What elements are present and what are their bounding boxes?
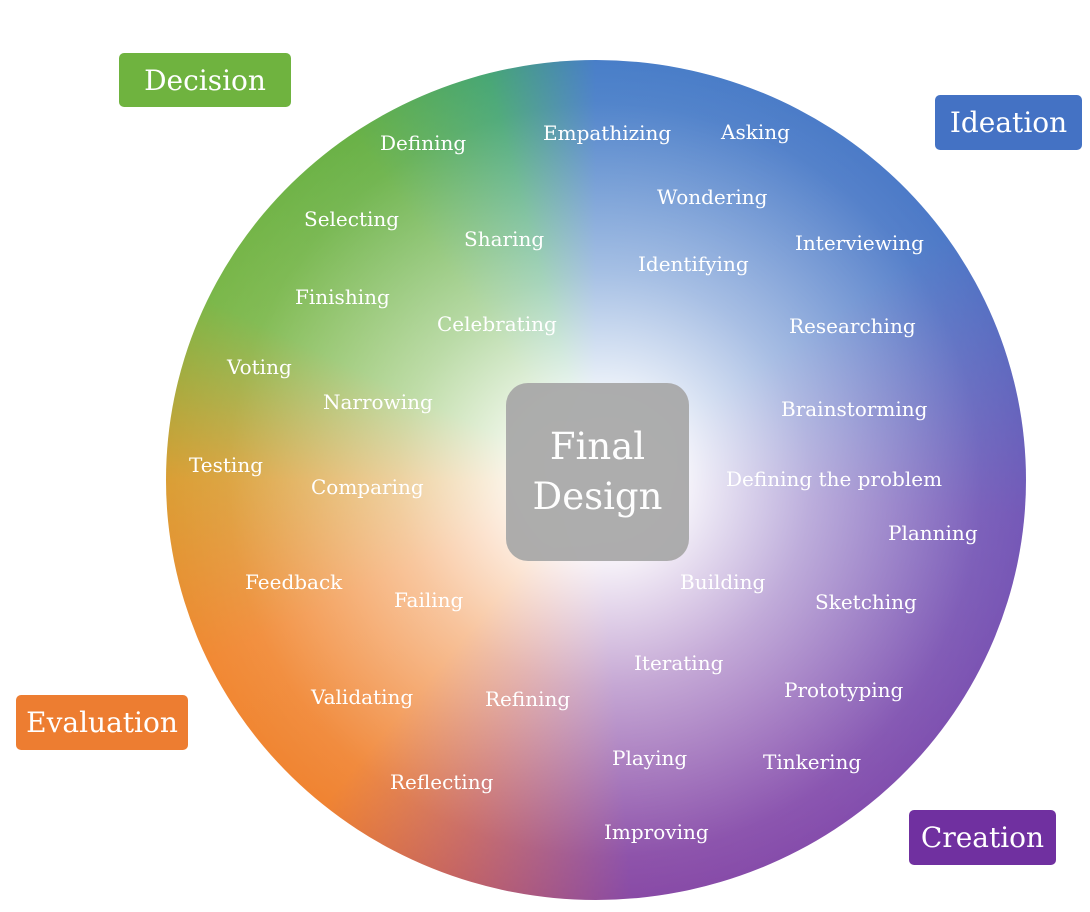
activity-word: Defining bbox=[380, 131, 467, 155]
activity-word: Researching bbox=[789, 314, 916, 338]
activity-word: Building bbox=[680, 570, 766, 594]
activity-word: Sharing bbox=[464, 227, 545, 251]
activity-word: Selecting bbox=[304, 207, 400, 231]
activity-word: Empathizing bbox=[543, 121, 672, 145]
activity-word: Testing bbox=[189, 453, 264, 477]
activity-word: Tinkering bbox=[763, 750, 862, 774]
activity-word: Validating bbox=[311, 685, 414, 709]
activity-word: Prototyping bbox=[784, 678, 904, 702]
activity-word: Planning bbox=[888, 521, 978, 545]
final-design-box: Final Design bbox=[506, 383, 689, 561]
activity-word: Comparing bbox=[311, 475, 424, 499]
activity-word: Brainstorming bbox=[781, 397, 928, 421]
center-line-1: Final bbox=[549, 425, 646, 468]
activity-word: Improving bbox=[604, 820, 709, 844]
center-line-2: Design bbox=[532, 475, 663, 518]
activity-word: Iterating bbox=[634, 651, 724, 675]
activity-word: Sketching bbox=[815, 590, 917, 614]
activity-word: Narrowing bbox=[323, 390, 433, 414]
phase-decision-label: Decision bbox=[119, 53, 291, 107]
activity-word: Celebrating bbox=[437, 312, 557, 336]
activity-word: Wondering bbox=[657, 185, 768, 209]
phase-ideation-label: Ideation bbox=[935, 95, 1082, 150]
phase-creation-label: Creation bbox=[909, 810, 1056, 865]
activity-word: Reflecting bbox=[390, 770, 494, 794]
activity-word: Refining bbox=[485, 687, 571, 711]
activity-word: Failing bbox=[394, 588, 464, 612]
activity-word: Defining the problem bbox=[726, 467, 943, 491]
activity-word: Identifying bbox=[638, 252, 749, 276]
activity-word: Playing bbox=[612, 746, 688, 770]
activity-word: Asking bbox=[721, 120, 790, 144]
activity-word: Interviewing bbox=[795, 231, 924, 255]
activity-word: Voting bbox=[227, 355, 292, 379]
activity-word: Finishing bbox=[295, 285, 390, 309]
phase-evaluation-label: Evaluation bbox=[16, 695, 188, 750]
activity-word: Feedback bbox=[245, 570, 343, 594]
